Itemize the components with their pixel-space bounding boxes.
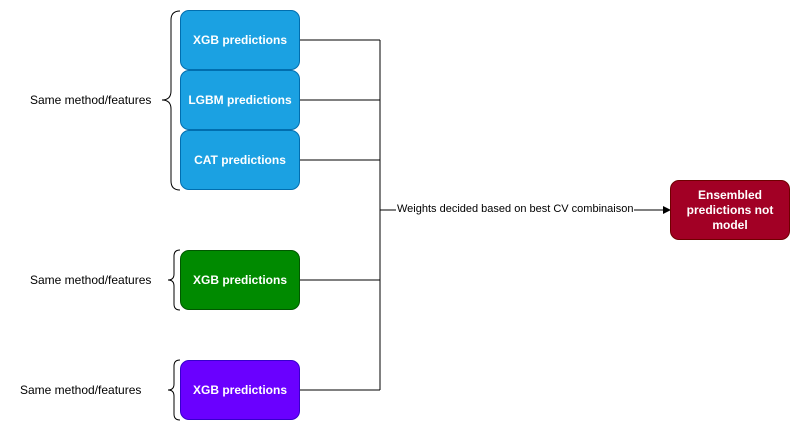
node-label: XGB predictions: [192, 32, 287, 47]
node-label: XGB predictions: [192, 382, 287, 397]
node-label: CAT predictions: [194, 152, 286, 167]
group-brace: [167, 359, 181, 421]
xgb-predictions-node[interactable]: XGB predictions: [180, 360, 300, 420]
node-label: Ensembled predictions not model: [686, 187, 774, 232]
group-label: Same method/features: [20, 383, 142, 397]
xgb-predictions-node[interactable]: XGB predictions: [180, 10, 300, 70]
cat-predictions-node[interactable]: CAT predictions: [180, 130, 300, 190]
edge-label: Weights decided based on best CV combina…: [396, 203, 635, 215]
group-label: Same method/features: [30, 93, 152, 107]
lgbm-predictions-node[interactable]: LGBM predictions: [180, 70, 300, 130]
node-label: LGBM predictions: [188, 92, 292, 107]
group-brace: [161, 10, 181, 191]
group-brace: [167, 249, 181, 311]
node-label: XGB predictions: [192, 272, 287, 287]
xgb-predictions-node[interactable]: XGB predictions: [180, 250, 300, 310]
ensembled-predictions-node[interactable]: Ensembled predictions not model: [670, 180, 790, 240]
group-label: Same method/features: [30, 273, 152, 287]
